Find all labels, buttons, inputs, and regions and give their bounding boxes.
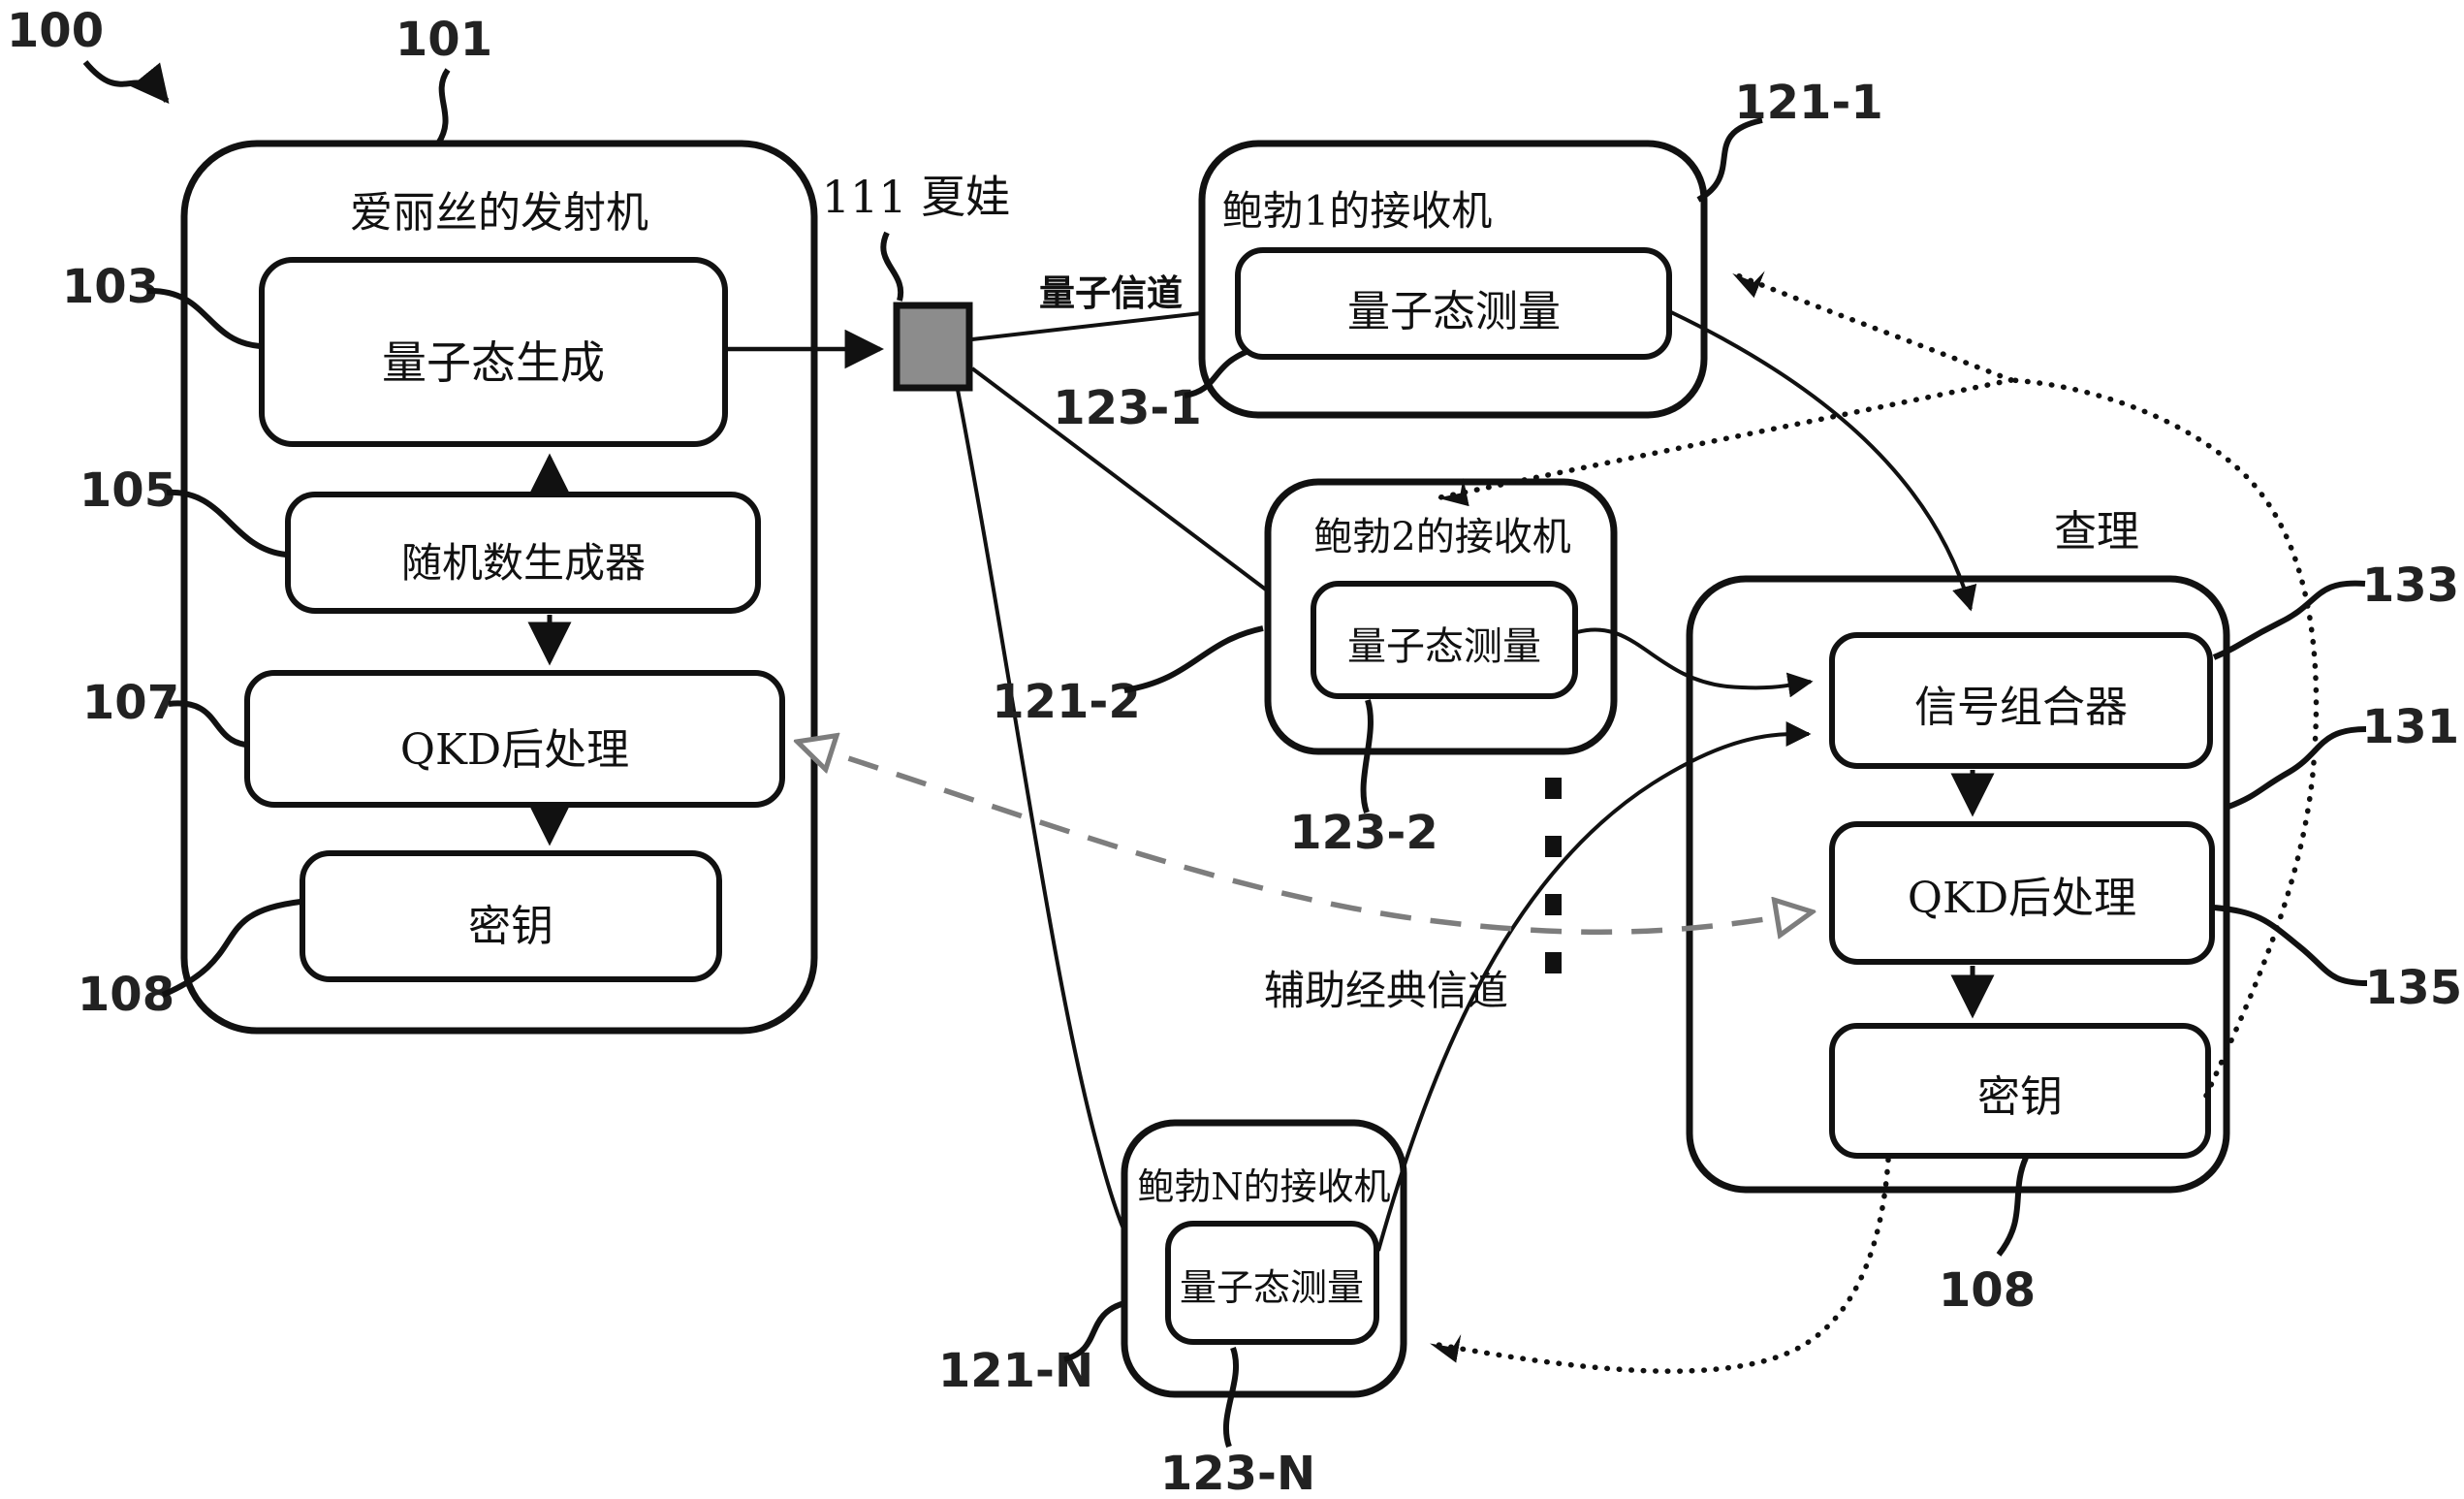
charlie-qkd-postprocessing-label: QKD后处理	[1908, 874, 2136, 923]
alice-transmitter-group: 爱丽丝的发射机 量子态生成 随机数生成器 QKD后处理 密钥	[180, 140, 818, 1035]
bob1-receiver-group: 鲍勃1的接收机 量子态测量 121-1 123-1	[1053, 76, 1883, 435]
key-to-bobN-dotted	[1430, 1157, 1891, 1374]
bobN-title: 鲍勃N的接收机	[1137, 1165, 1390, 1208]
ref-121-2: 121-2	[992, 675, 1141, 729]
bob1-measurement-label: 量子态测量	[1347, 287, 1561, 336]
bob1-measurement-box	[1235, 247, 1672, 360]
junction-to-bob2-dotted	[1437, 377, 2014, 507]
ref-121-2-leader	[1123, 625, 1264, 693]
quantum-state-generation-label: 量子态生成	[382, 336, 605, 389]
reference-labels-right: 133 131 135 108	[1939, 558, 2462, 1318]
ref-123-2: 123-2	[1289, 806, 1438, 860]
ref-123-N: 123-N	[1160, 1447, 1315, 1499]
eve-group: 111 夏娃	[822, 171, 1010, 392]
reference-labels-left: 100 101 103 105 107 108	[7, 4, 492, 1022]
ref-123-1: 123-1	[1053, 381, 1202, 435]
bob2-to-combiner-curve	[1576, 627, 1814, 698]
auxiliary-classical-channel-line	[801, 743, 1809, 932]
quantum-channel-label: 量子信道	[1039, 271, 1183, 314]
eve-leader	[880, 231, 904, 302]
eve-label: 111 夏娃	[822, 171, 1010, 223]
ref-131-leader	[2227, 726, 2367, 810]
ref-108-alice-leader	[161, 899, 301, 998]
ref-103-leader	[146, 287, 261, 349]
quantum-channel-to-bob2	[970, 367, 1297, 613]
ref-108-charlie: 108	[1939, 1263, 2036, 1318]
ref-108-alice: 108	[78, 968, 174, 1022]
signal-combiner-box	[1829, 632, 2213, 769]
ref-107-leader	[168, 700, 246, 748]
ref-121-N-leader	[1063, 1300, 1125, 1362]
ref-121-N: 121-N	[938, 1344, 1093, 1398]
ref-135: 135	[2365, 961, 2462, 1015]
ref-121-1-leader	[1696, 117, 1763, 203]
ref-107: 107	[82, 676, 179, 730]
ref-105: 105	[79, 463, 176, 518]
quantum-state-generation-box	[259, 257, 728, 447]
bob2-measurement-label: 量子态测量	[1347, 624, 1541, 669]
alice-qkd-postprocessing-box	[244, 670, 785, 808]
bob1-title: 鲍勃1的接收机	[1222, 187, 1493, 235]
bob2-title: 鲍勃2的接收机	[1313, 515, 1570, 559]
bob1-to-combiner-curve	[1670, 310, 1977, 612]
key-to-junction-dotted-arc	[2008, 377, 2320, 1099]
ref-123-N-leader	[1222, 1347, 1240, 1448]
ref-101: 101	[395, 13, 492, 67]
junction-to-bob1-dotted	[1732, 271, 2014, 383]
alice-qkd-postprocessing-label: QKD后处理	[400, 725, 629, 775]
ref-108-charlie-leader	[1996, 1156, 2029, 1257]
ref-133: 133	[2362, 558, 2459, 613]
bobN-measurement-label: 量子态测量	[1180, 1266, 1364, 1309]
charlie-key-box	[1829, 1023, 2211, 1159]
random-number-generator-box	[285, 492, 761, 614]
charlie-group: 查理 信号组合器 QKD后处理 密钥	[1686, 507, 2230, 1194]
charlie-qkd-postprocessing-box	[1829, 821, 2215, 965]
ref-103: 103	[62, 260, 159, 314]
eve-node	[893, 302, 973, 392]
charlie-name: 查理	[2054, 507, 2139, 557]
charlie-key-label: 密钥	[1977, 1072, 2063, 1122]
alice-title: 爱丽丝的发射机	[350, 188, 648, 238]
alice-key-box	[300, 850, 722, 982]
ref-101-leader	[435, 68, 451, 145]
ref-133-leader	[2212, 580, 2366, 660]
random-number-generator-label: 随机数生成器	[401, 539, 646, 587]
alice-key-label: 密钥	[468, 902, 553, 951]
ref-100-arrow	[82, 60, 170, 105]
dotted-feedback-network	[1430, 271, 2320, 1374]
auxiliary-classical-channel-label: 辅助经典信道	[1264, 967, 1508, 1014]
quantum-channel-to-bobN	[956, 389, 1152, 1274]
ref-131: 131	[2362, 700, 2459, 754]
bobN-receiver-group: 鲍勃N的接收机 量子态测量 121-N 123-N	[938, 1119, 1407, 1499]
ref-105-leader	[166, 489, 287, 558]
bobN-measurement-box	[1165, 1221, 1379, 1345]
ref-135-leader	[2213, 905, 2368, 986]
signal-combiner-label: 信号组合器	[1914, 683, 2128, 732]
bob2-measurement-box	[1311, 581, 1578, 699]
ref-100: 100	[7, 4, 104, 58]
ref-123-1-leader	[1184, 348, 1250, 399]
